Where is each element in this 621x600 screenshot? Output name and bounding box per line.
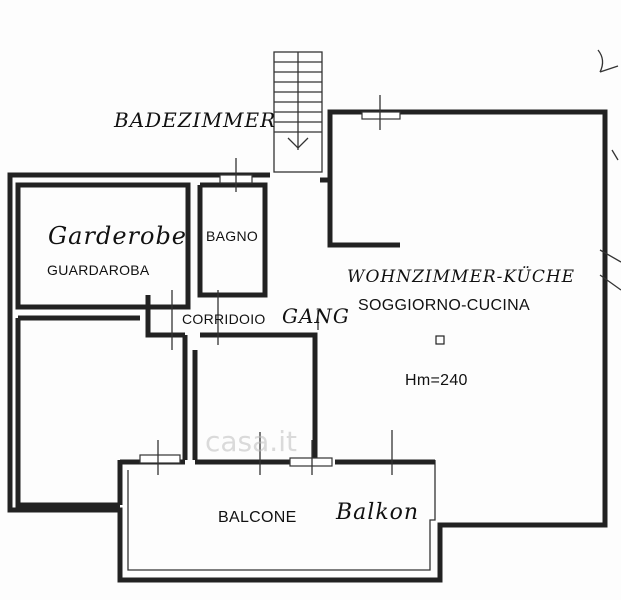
staircase — [273, 51, 323, 173]
label-guardaroba: GUARDAROBA — [47, 262, 150, 278]
center-marker — [435, 335, 445, 345]
label-gang: GANG — [282, 304, 350, 328]
label-balcone: BALCONE — [218, 509, 297, 526]
outer-walls — [7, 109, 621, 583]
label-soggiorno-cucina: SOGGIORNO-CUCINA — [358, 297, 530, 314]
label-balkon: Balkon — [336, 500, 420, 525]
label-bagno: BAGNO — [206, 228, 259, 244]
label-garderobe: Garderobe — [48, 222, 188, 250]
watermark: casa.it — [205, 425, 297, 458]
label-wohnzimmer: WOHNZIMMER-KÜCHE — [347, 267, 576, 287]
label-corridoio: CORRIDOIO — [182, 311, 266, 327]
openings — [139, 95, 401, 475]
label-room-height: Hm=240 — [405, 372, 468, 389]
label-badezimmer: BADEZIMMER — [114, 108, 277, 132]
north-arrow-sketch — [597, 49, 619, 161]
